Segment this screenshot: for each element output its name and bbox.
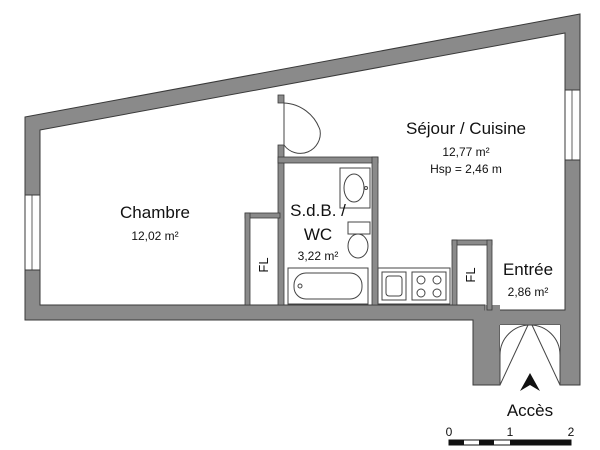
entree-area: 2,86 m² xyxy=(508,285,549,299)
sdb-name-line2: WC xyxy=(304,225,332,244)
sdb-name-line1: S.d.B. / xyxy=(290,201,346,220)
sdb-area: 3,22 m² xyxy=(298,249,339,263)
sejour-height: Hsp = 2,46 m xyxy=(430,162,502,176)
chambre-area: 12,02 m² xyxy=(131,229,178,243)
entree-name: Entrée xyxy=(503,260,553,279)
entrance-door-swing xyxy=(499,324,561,386)
exterior-walls xyxy=(24,13,581,386)
interior-walls xyxy=(244,94,493,311)
chambre-name: Chambre xyxy=(120,203,190,222)
access-arrow-icon xyxy=(520,373,540,391)
closet-right-label: FL xyxy=(463,267,478,282)
access-label: Accès xyxy=(507,401,553,420)
washbasin xyxy=(339,167,371,209)
sejour-area: 12,77 m² xyxy=(442,145,489,159)
bathtub xyxy=(287,267,369,305)
sejour-name: Séjour / Cuisine xyxy=(406,119,526,138)
toilet xyxy=(347,221,371,259)
scale-tick-0: 0 xyxy=(446,425,453,439)
scale-bar xyxy=(448,439,572,446)
bathroom-door-swing xyxy=(283,102,321,154)
window-left xyxy=(24,194,41,271)
kitchen-counter xyxy=(377,267,451,305)
closet-left-label: FL xyxy=(256,257,271,272)
window-right xyxy=(564,89,581,161)
scale-tick-2: 2 xyxy=(568,425,575,439)
scale-tick-1: 1 xyxy=(507,425,514,439)
